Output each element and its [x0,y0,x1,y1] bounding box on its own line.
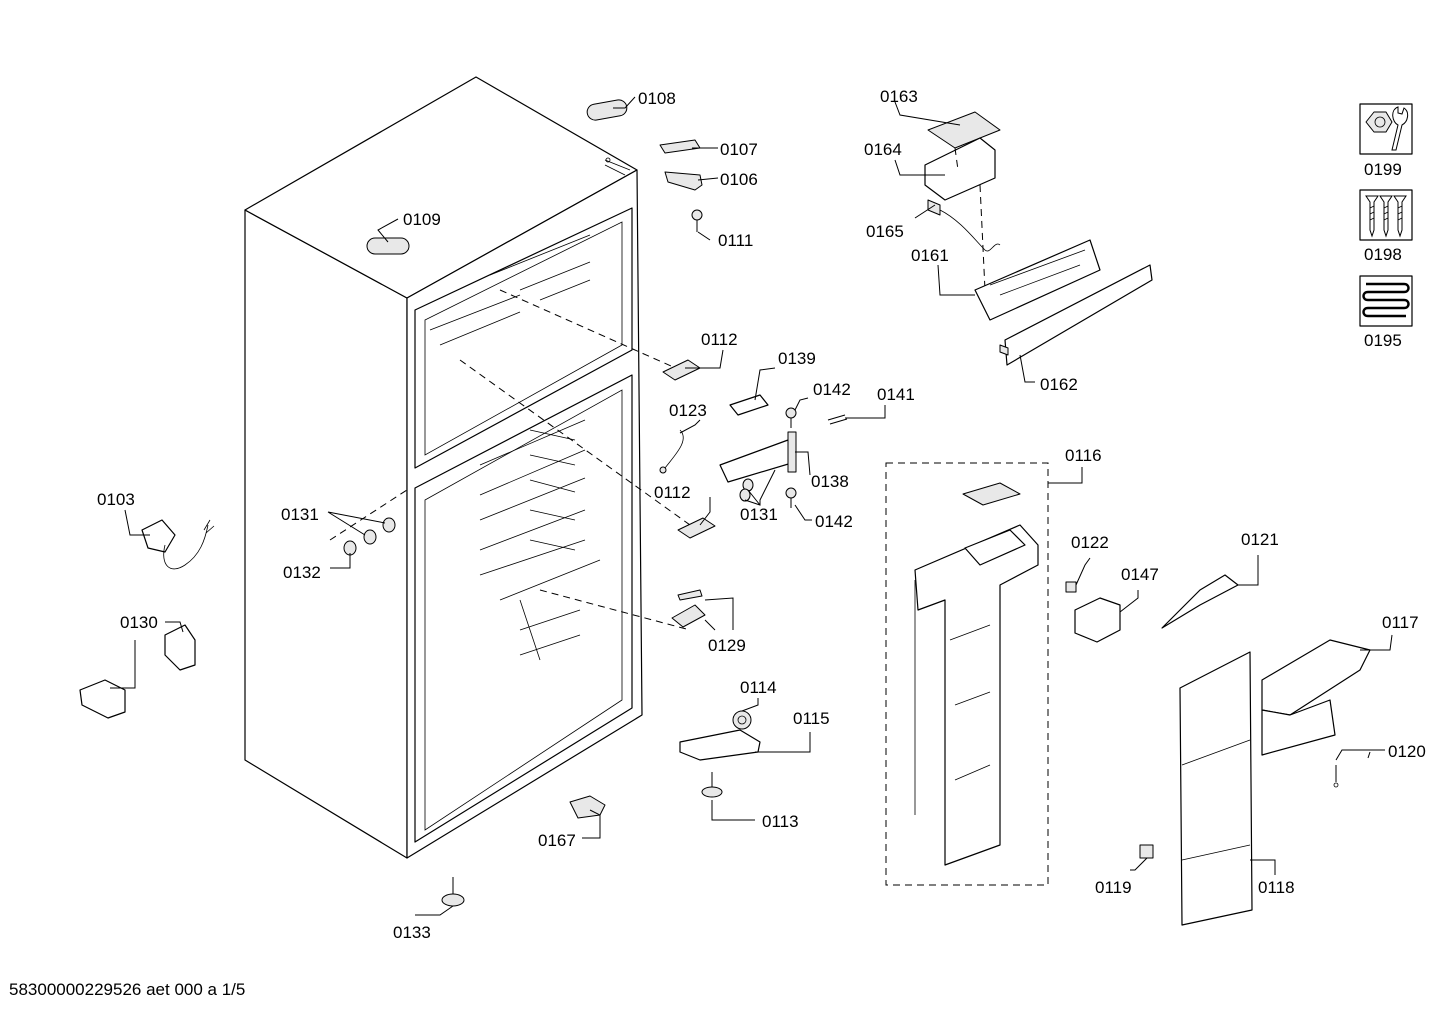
label-0121: 0121 [1241,530,1279,549]
label-0132: 0132 [283,563,321,582]
part-0111-screw [691,209,703,232]
part-0112-hinge-plate-lower [677,517,716,539]
part-0123-sensor [659,429,684,474]
part-0117-shelf [1261,639,1371,756]
part-0114-bushing [732,710,752,730]
label-0118: 0118 [1258,878,1295,897]
label-0112-lower: 0112 [654,483,691,502]
label-0116: 0116 [1065,446,1102,465]
label-0164: 0164 [864,140,902,159]
part-0138-middle-hinge [719,431,797,483]
part-0109-top-cap [366,237,410,255]
label-0119: 0119 [1095,878,1132,897]
label-0141: 0141 [877,385,915,404]
part-0108-cap [586,99,628,121]
label-0163: 0163 [880,87,918,106]
part-0129-light-switch [671,589,706,628]
part-0133-leveling-foot [441,877,465,907]
part-labels: 0108 0107 0106 0111 0109 0163 0164 0165 … [97,87,1426,942]
label-0117: 0117 [1382,613,1419,632]
label-0131-left: 0131 [281,505,319,524]
label-0123: 0123 [669,401,707,420]
screws-icon [1359,189,1413,241]
part-0118-door-trim [1179,651,1253,926]
part-0132-cap [343,540,357,556]
label-0109: 0109 [403,210,441,229]
part-0139-bracket [729,394,769,416]
label-0112-upper: 0112 [701,330,738,349]
label-0199: 0199 [1364,160,1402,179]
part-0122-bulb-holder [1065,581,1077,593]
label-0142-lower: 0142 [815,512,853,531]
label-0122: 0122 [1071,533,1109,552]
label-0198: 0198 [1364,245,1402,264]
label-0139: 0139 [778,349,816,368]
part-0131-caps-left [363,517,396,545]
label-0106: 0106 [720,170,758,189]
kit-0199: 0199 [1359,103,1413,179]
label-0129: 0129 [708,636,746,655]
part-0130-cover [79,624,196,719]
part-0121-lever [1161,574,1239,629]
label-0138: 0138 [811,472,849,491]
label-0161: 0161 [911,246,949,265]
part-0142-screw-upper [785,407,797,428]
label-0162: 0162 [1040,375,1078,394]
refrigerator-cabinet [244,76,691,859]
kit-0198: 0198 [1359,189,1413,264]
part-0142-screw-lower [785,487,797,508]
label-0113: 0113 [762,812,799,831]
label-0130: 0130 [120,613,158,632]
label-0147: 0147 [1121,565,1159,584]
label-0103: 0103 [97,490,135,509]
part-0103-power-cord [141,519,215,570]
part-0131-caps-right [739,478,754,502]
part-0116-door-liner-assembly [885,462,1049,886]
label-0133: 0133 [393,923,431,942]
part-0112-hinge-plate-upper [662,359,701,381]
part-0141-pin [827,414,848,425]
label-0120: 0120 [1388,742,1426,761]
label-0111: 0111 [718,231,753,250]
kit-0195: 0195 [1359,275,1413,350]
label-0142-upper: 0142 [813,380,851,399]
label-0131-right: 0131 [740,505,778,524]
document-code: 58300000229526 aet 000 a 1/5 [9,980,246,999]
part-0113-leveling-foot [701,772,723,798]
label-0108: 0108 [638,89,676,108]
part-0115-bottom-hinge [679,729,761,761]
part-0119-button [1139,844,1154,859]
part-0147-connector-box [1074,597,1121,643]
part-0107-hinge-cover [659,139,701,154]
part-0167-clip [569,795,606,819]
label-0165: 0165 [866,222,904,241]
label-0114: 0114 [740,678,777,697]
label-0115: 0115 [793,709,830,728]
label-0167: 0167 [538,831,576,850]
label-0195: 0195 [1364,331,1402,350]
electronics-module [924,111,1153,366]
part-0120-spring [1333,765,1339,788]
part-0106-top-hinge [664,171,703,191]
leader-lines [110,96,1393,916]
label-0107: 0107 [720,140,758,159]
